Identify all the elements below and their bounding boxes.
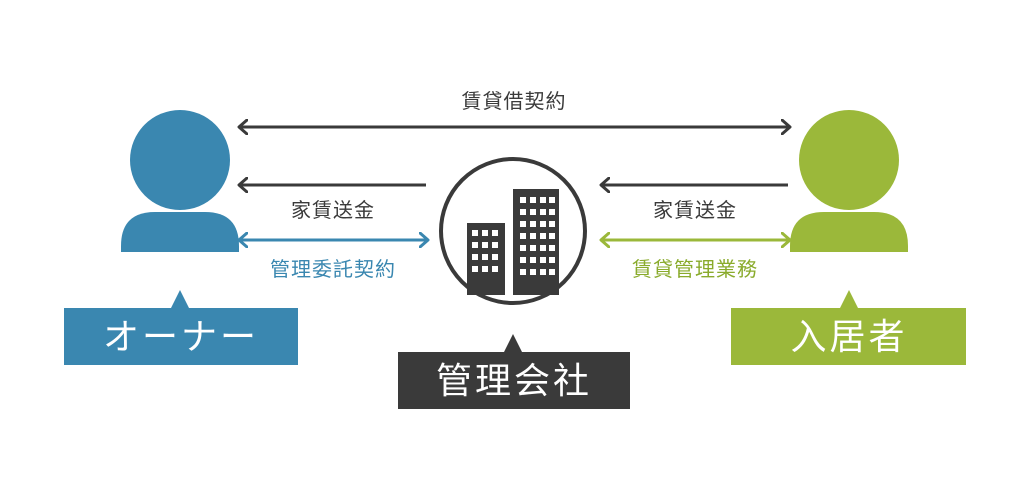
lease-contract-label: 賃貸借契約 <box>462 89 567 113</box>
rental-management-label: 賃貸管理業務 <box>632 257 758 281</box>
owner-person-icon <box>121 110 239 252</box>
tenant-callout: 入居者 <box>731 290 966 365</box>
building-icon <box>439 157 587 305</box>
tenant-label: 入居者 <box>790 317 907 358</box>
owner-callout: オーナー <box>64 290 298 365</box>
company-callout: 管理会社 <box>398 334 630 409</box>
company-label: 管理会社 <box>436 361 592 402</box>
tenant-rent-label: 家賃送金 <box>653 198 737 222</box>
owner-label: オーナー <box>103 317 259 358</box>
tenant-person-icon <box>790 110 908 252</box>
management-contract-label: 管理委託契約 <box>270 257 396 281</box>
owner-rent-label: 家賃送金 <box>291 198 375 222</box>
